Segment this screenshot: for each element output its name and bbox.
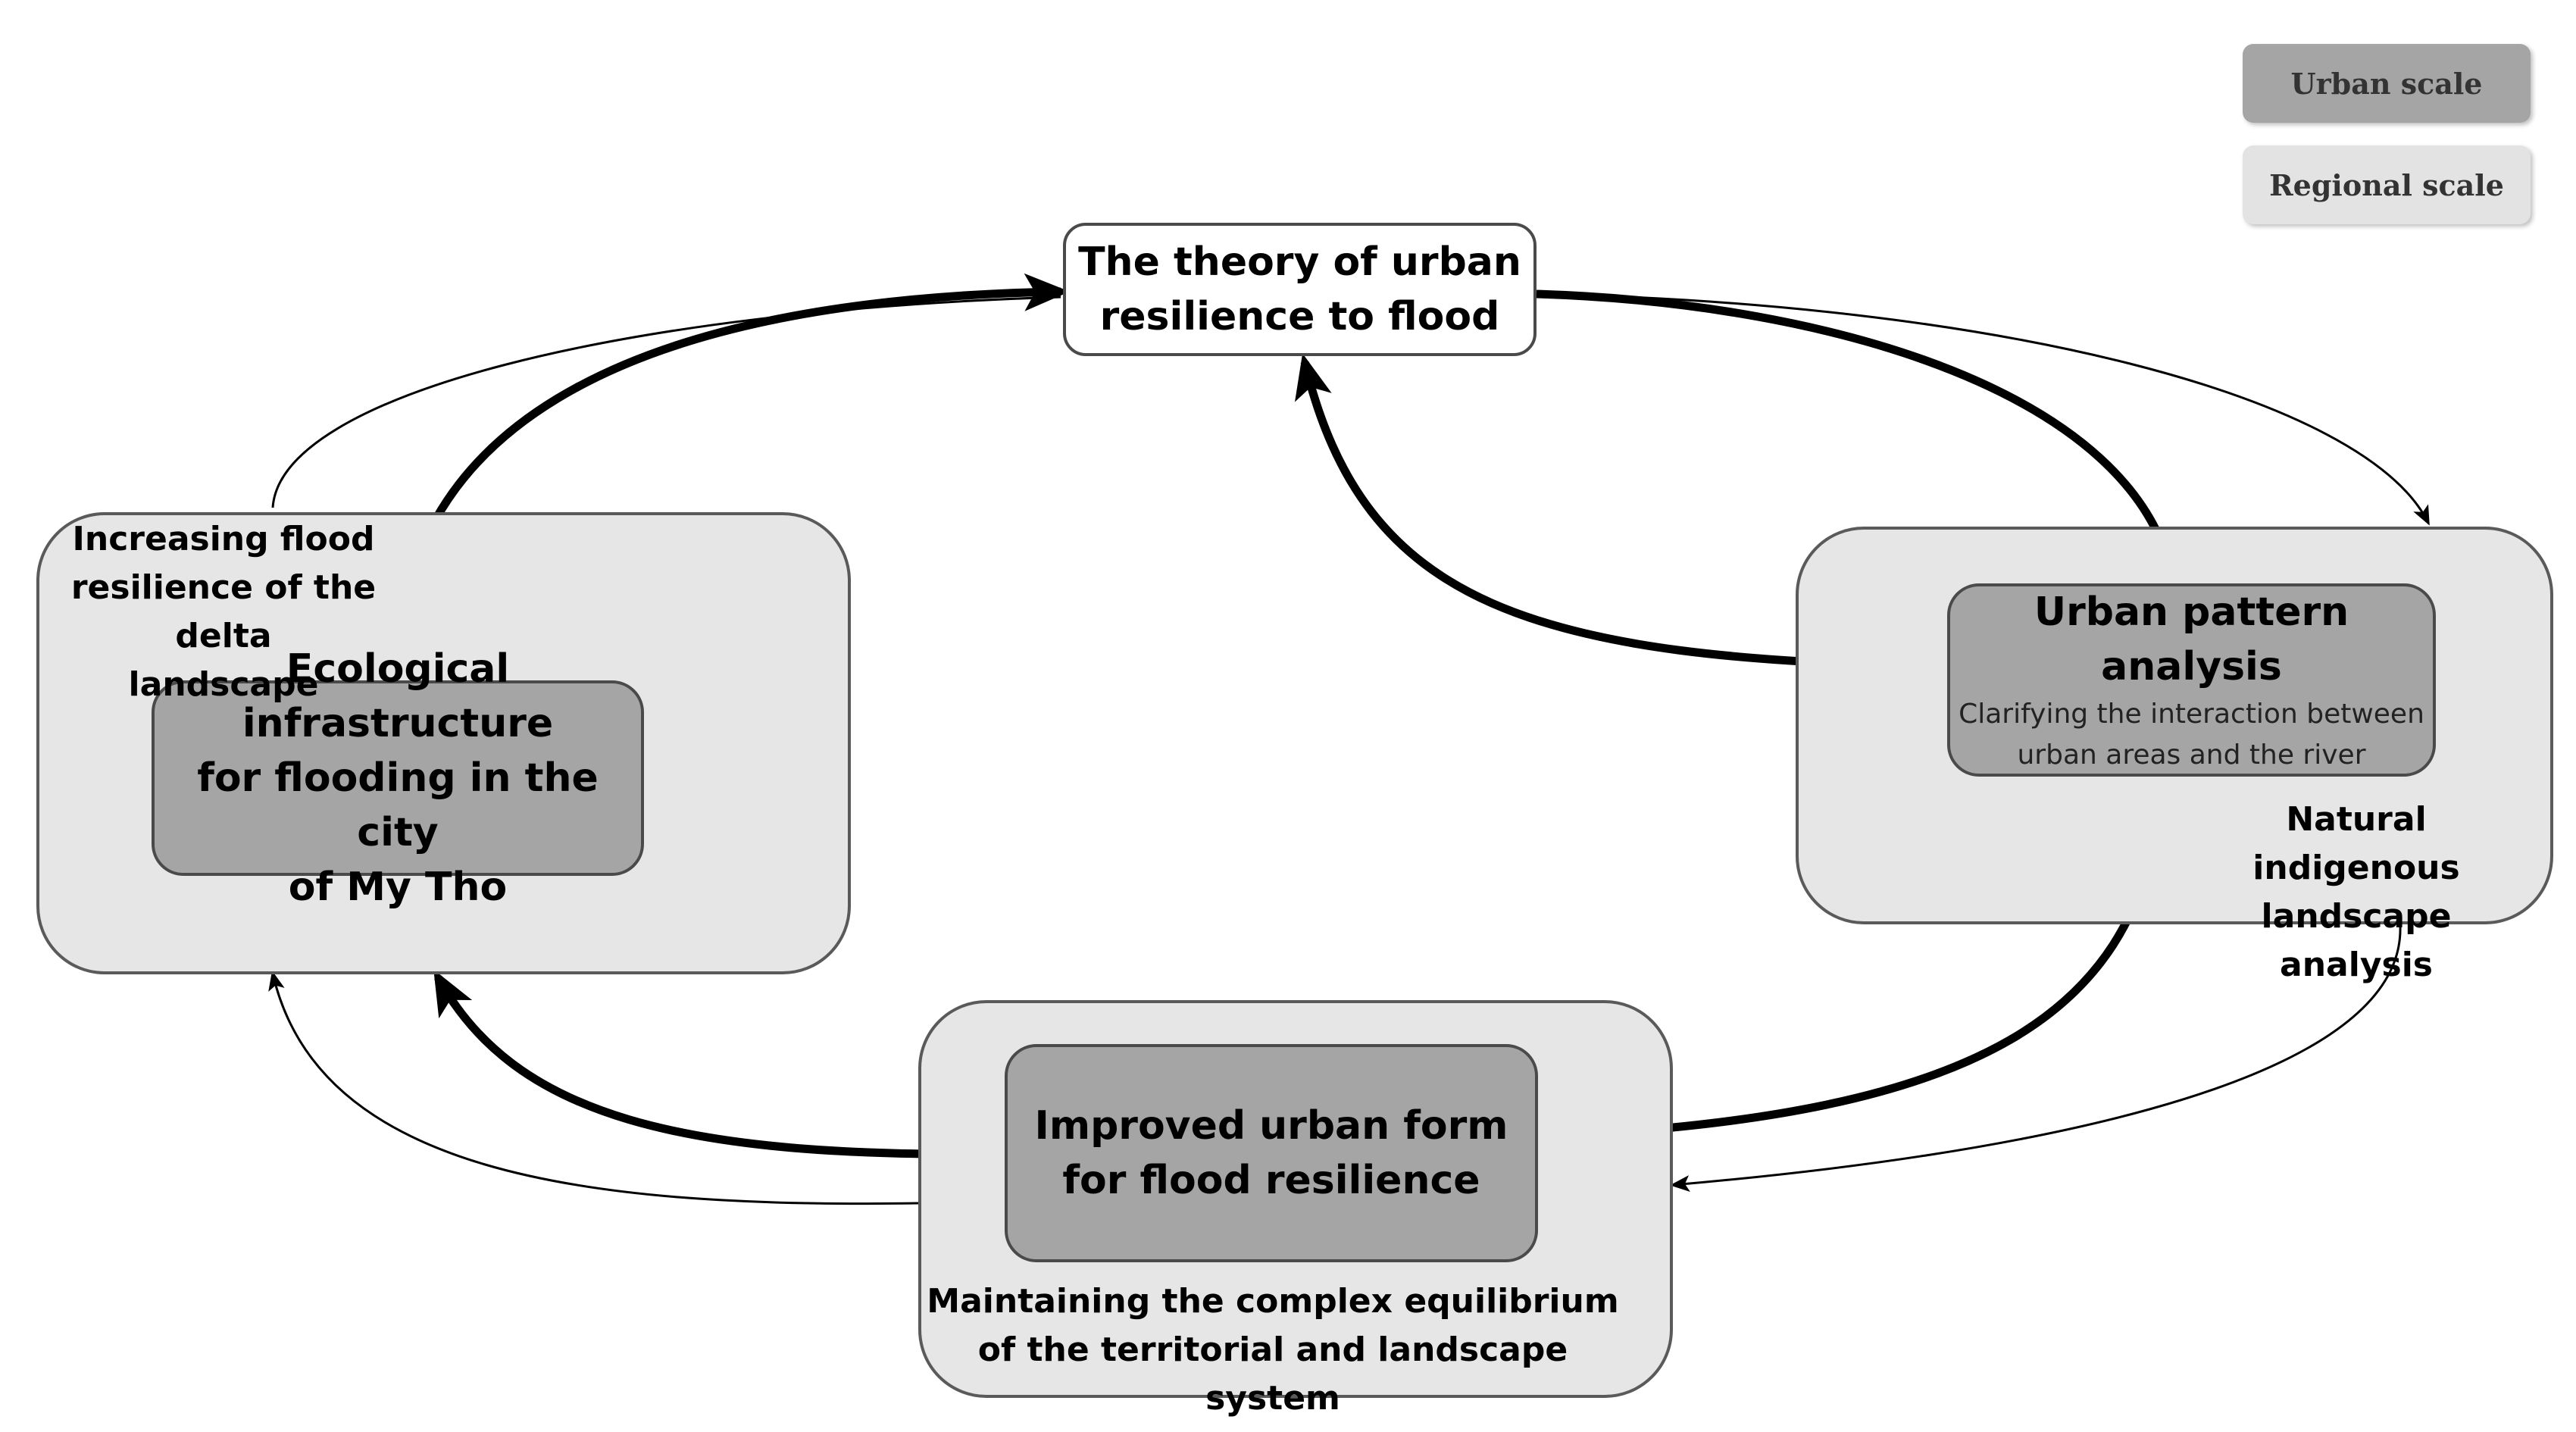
thick-arrow-urban-pattern-to-theory [1295,353,1948,671]
urban-pattern-title: Urban pattern analysis [2034,589,2349,689]
thin-arrow-left-to-theory [271,295,1061,508]
natural-landscape-caption: Natural indigenous landscape analysis [2252,800,2460,984]
urban-pattern-subtitle: Clarifying the interaction between urban… [1959,698,2424,771]
thin-arrow-theory-to-right [1536,292,2430,526]
theory-title: The theory of urban resilience to flood [1078,239,1521,339]
thin-arrow-bottom-to-left [268,971,919,1205]
legend-regional-scale: Regional scale [2243,145,2531,224]
equilibrium-caption: Maintaining the complex equilibrium of t… [927,1282,1619,1418]
theory-box: The theory of urban resilience to flood [1063,223,1537,356]
legend-urban-scale: Urban scale [2243,44,2531,123]
improved-form-title: Improved urban form for flood resilience [1034,1103,1508,1203]
delta-caption: Increasing flood resilience of the delta… [70,520,377,704]
thick-arrow-improved-form-to-ecological [433,969,1005,1158]
thick-arrow-theory-to-urban-pattern [1536,289,2185,589]
thin-arrow-right-to-bottom [1670,925,2402,1193]
ecological-box: Ecological infrastructure for flooding i… [152,646,644,910]
ecological-title: Ecological infrastructure for flooding i… [197,646,599,910]
urban-pattern-box: Urban pattern analysis Clarifying the in… [1947,583,2436,777]
improved-form-box: Improved urban form for flood resilience [1005,1044,1538,1262]
